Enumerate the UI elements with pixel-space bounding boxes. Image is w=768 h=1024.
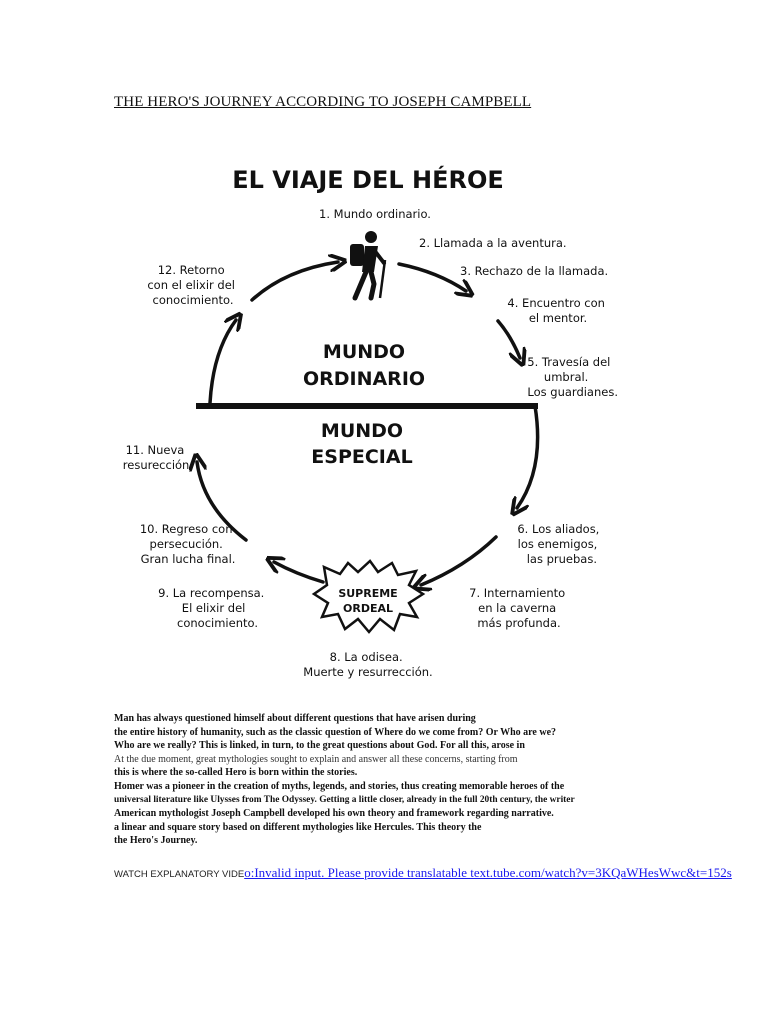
video-link[interactable]: o:Invalid input. Please provide translat… bbox=[244, 865, 732, 880]
svg-text:MUNDO: MUNDO bbox=[323, 341, 405, 363]
heros-journey-diagram: EL VIAJE DEL HÉROE MUNDO ORDINARIO MUNDO… bbox=[123, 165, 618, 679]
stage-7: 7. Internamiento en la caverna más profu… bbox=[469, 586, 569, 630]
body-line: universal literature like Ulysses from T… bbox=[114, 794, 575, 805]
stage-5: 5. Travesía del umbral. Los guardianes. bbox=[527, 355, 618, 399]
cycle-arrows bbox=[197, 262, 540, 585]
svg-text:MUNDO: MUNDO bbox=[321, 420, 403, 442]
svg-text:SUPREME: SUPREME bbox=[338, 587, 397, 600]
stage-2: 2. Llamada a la aventura. bbox=[419, 236, 567, 250]
world-divider bbox=[196, 403, 538, 409]
body-line: a linear and square story based on diffe… bbox=[114, 821, 482, 833]
stage-10: 10. Regreso con persecución. Gran lucha … bbox=[140, 522, 236, 566]
body-paragraph: Man has always questioned himself about … bbox=[114, 712, 674, 848]
stage-1: 1. Mundo ordinario. bbox=[319, 207, 431, 221]
stage-12: 12. Retorno con el elixir del conocimien… bbox=[147, 263, 238, 307]
stage-11: 11. Nueva resurección. bbox=[123, 443, 193, 472]
video-label: WATCH EXPLANATORY VIDE bbox=[114, 869, 245, 880]
upper-world-label: MUNDO ORDINARIO bbox=[303, 341, 425, 390]
body-line: Who are we really? This is linked, in tu… bbox=[114, 740, 525, 752]
stage-6: 6. Los aliados, los enemigos, las prueba… bbox=[517, 522, 603, 566]
body-line: At the due moment, great mythologies sou… bbox=[114, 753, 518, 765]
svg-text:ESPECIAL: ESPECIAL bbox=[311, 446, 412, 468]
body-line: the Hero's Journey. bbox=[114, 835, 198, 847]
diagram-title: EL VIAJE DEL HÉROE bbox=[232, 165, 504, 194]
video-row: WATCH EXPLANATORY VIDEo:Invalid input. P… bbox=[114, 864, 732, 882]
document-heading: THE HERO'S JOURNEY ACCORDING TO JOSEPH C… bbox=[114, 94, 532, 110]
supreme-ordeal-badge: SUPREME ORDEAL bbox=[311, 559, 426, 634]
body-line: the entire history of humanity, such as … bbox=[114, 726, 557, 738]
svg-text:ORDEAL: ORDEAL bbox=[343, 602, 393, 615]
svg-text:ORDINARIO: ORDINARIO bbox=[303, 368, 425, 390]
stage-8: 8. La odisea. Muerte y resurrección. bbox=[303, 650, 432, 679]
body-line: Homer was a pioneer in the creation of m… bbox=[114, 780, 565, 792]
stage-3: 3. Rechazo de la llamada. bbox=[460, 264, 608, 278]
body-line: this is where the so-called Hero is born… bbox=[114, 767, 358, 779]
stage-9: 9. La recompensa. El elixir del conocimi… bbox=[158, 586, 268, 630]
body-line: Man has always questioned himself about … bbox=[114, 713, 476, 724]
lower-world-label: MUNDO ESPECIAL bbox=[311, 420, 412, 468]
body-line: American mythologist Joseph Campbell dev… bbox=[114, 808, 554, 820]
hiker-icon bbox=[350, 231, 387, 301]
stage-4: 4. Encuentro con el mentor. bbox=[507, 296, 608, 325]
